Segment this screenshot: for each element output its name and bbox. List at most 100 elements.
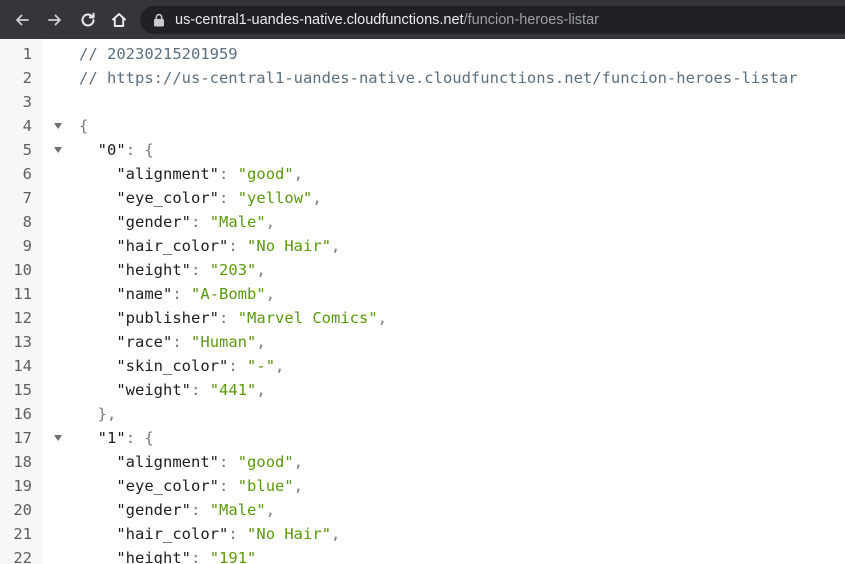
json-quote: " — [116, 429, 126, 447]
reload-button[interactable] — [76, 8, 100, 32]
json-quote: " — [181, 549, 192, 564]
json-value: good — [247, 165, 285, 183]
json-object-key: 0 — [107, 141, 117, 159]
json-quote: " — [209, 165, 220, 183]
json-value: 203 — [219, 261, 248, 279]
code-line: 8 "gender": "Male", — [0, 210, 845, 234]
url-path: /funcion-heroes-listar — [463, 12, 599, 28]
code-line: 1// 20230215201959 — [0, 42, 845, 66]
json-quote: " — [116, 453, 126, 471]
code-line: 6 "alignment": "good", — [0, 162, 845, 186]
json-punct: : — [191, 549, 210, 564]
json-punct: : — [191, 213, 210, 231]
json-quote: " — [181, 261, 192, 279]
json-value: blue — [247, 477, 285, 495]
json-quote: " — [209, 189, 220, 207]
json-punct: : { — [125, 429, 154, 447]
json-string: " — [209, 213, 220, 231]
code-text: "weight": "441", — [79, 378, 266, 402]
json-key: name — [125, 285, 163, 303]
line-number: 9 — [22, 237, 32, 255]
code-line: 14 "skin_color": "-", — [0, 354, 845, 378]
json-brace: { — [79, 117, 89, 135]
code-text: "alignment": "good", — [79, 450, 303, 474]
json-quote: " — [116, 309, 126, 327]
json-punct: , — [293, 453, 304, 471]
json-quote: " — [116, 525, 126, 543]
browser-toolbar: us-central1-uandes-native.cloudfunctions… — [0, 0, 845, 39]
json-string: " — [247, 549, 257, 564]
json-quote: " — [116, 477, 126, 495]
json-value: No Hair — [256, 525, 322, 543]
json-brace: }, — [97, 405, 117, 423]
json-quote: " — [97, 429, 108, 447]
code-line: 17 "1": { — [0, 426, 845, 450]
json-quote: " — [116, 285, 126, 303]
json-quote: " — [181, 381, 192, 399]
url-text[interactable]: us-central1-uandes-native.cloudfunctions… — [175, 12, 599, 28]
line-number: 11 — [13, 285, 32, 303]
line-number: 13 — [13, 333, 32, 351]
line-number-gutter — [0, 39, 42, 564]
json-quote: " — [219, 525, 229, 543]
line-number: 7 — [22, 189, 32, 207]
code-line: 20 "gender": "Male", — [0, 498, 845, 522]
back-button[interactable] — [10, 8, 34, 32]
json-key: height — [125, 549, 182, 564]
json-string: " — [321, 237, 332, 255]
lock-icon[interactable] — [152, 13, 166, 27]
json-punct: : — [191, 381, 210, 399]
json-string: " — [209, 381, 220, 399]
json-quote: " — [219, 237, 229, 255]
json-object-key: 1 — [107, 429, 117, 447]
json-punct: , — [312, 189, 322, 207]
fold-toggle-icon[interactable] — [54, 123, 62, 129]
json-quote: " — [116, 549, 126, 564]
json-punct: , — [256, 381, 266, 399]
forward-button[interactable] — [43, 8, 67, 32]
json-string: " — [247, 261, 257, 279]
json-punct: : — [219, 189, 238, 207]
json-string: " — [237, 477, 248, 495]
json-string: " — [237, 309, 248, 327]
json-value: 441 — [219, 381, 248, 399]
json-string: " — [265, 357, 276, 375]
url-host: us-central1-uandes-native.cloudfunctions… — [175, 12, 464, 28]
code-text: "alignment": "good", — [79, 162, 303, 186]
forward-icon — [48, 14, 61, 26]
fold-toggle-icon[interactable] — [54, 435, 62, 441]
json-punct: : — [228, 237, 248, 255]
json-quote: " — [116, 261, 126, 279]
code-line: 12 "publisher": "Marvel Comics", — [0, 306, 845, 330]
json-string: " — [237, 453, 248, 471]
line-number: 10 — [13, 261, 32, 279]
json-string: " — [303, 189, 313, 207]
code-text: "height": "191" — [79, 546, 256, 564]
json-key: eye_color — [125, 477, 210, 495]
json-punct: : — [219, 453, 238, 471]
json-punct: , — [265, 501, 276, 519]
json-string: " — [247, 381, 257, 399]
json-string: " — [209, 501, 220, 519]
json-punct: : — [172, 333, 192, 351]
line-number: 17 — [13, 429, 32, 447]
json-punct: , — [377, 309, 388, 327]
json-punct: : — [219, 309, 238, 327]
code-text: "hair_color": "No Hair", — [79, 522, 340, 546]
fold-toggle-icon[interactable] — [54, 147, 62, 153]
json-punct: , — [256, 261, 266, 279]
json-key: height — [125, 261, 182, 279]
home-button[interactable] — [107, 8, 131, 32]
json-value: good — [247, 453, 285, 471]
json-punct: , — [275, 357, 285, 375]
json-punct: : — [219, 477, 238, 495]
json-key: gender — [125, 501, 182, 519]
code-line: 3 — [0, 90, 845, 114]
address-bar[interactable]: us-central1-uandes-native.cloudfunctions… — [140, 6, 845, 34]
json-punct: , — [265, 213, 276, 231]
json-punct: : — [172, 285, 192, 303]
json-string: " — [321, 525, 332, 543]
json-quote: " — [116, 213, 126, 231]
json-string: " — [284, 453, 294, 471]
json-punct: : — [191, 261, 210, 279]
